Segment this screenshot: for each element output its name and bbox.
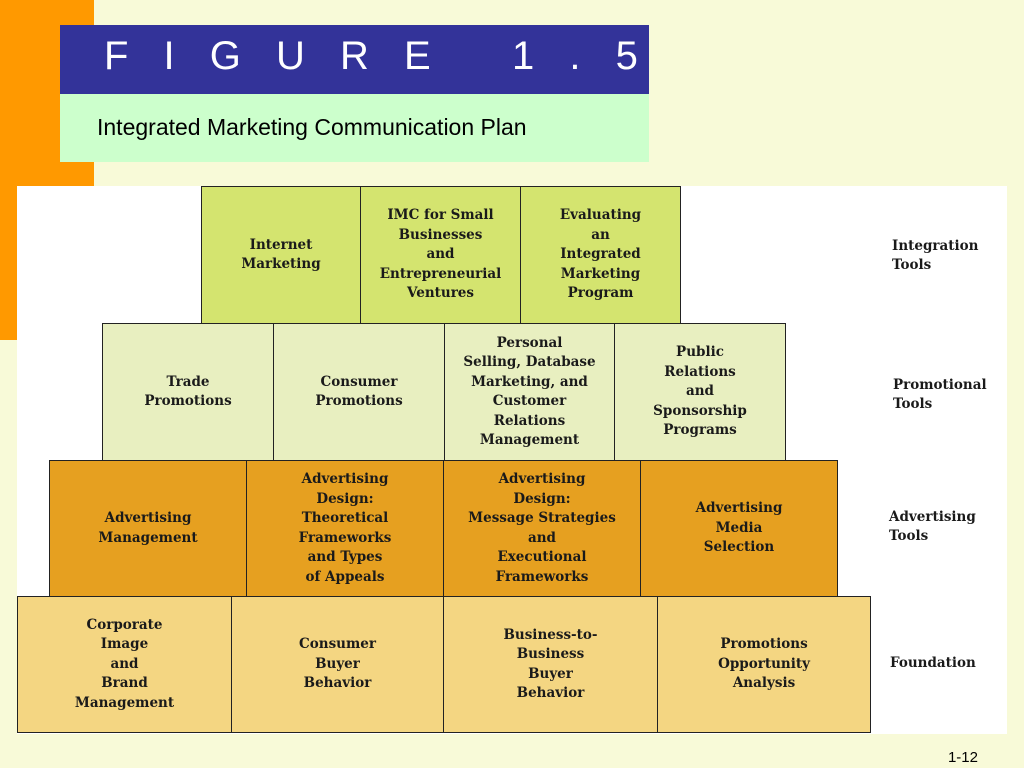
title-banner: [60, 25, 649, 94]
slide-subtitle: Integrated Marketing Communication Plan: [97, 114, 527, 140]
label-foundation: Foundation: [890, 655, 976, 671]
cell-consumer-buyer-behavior: Consumer Buyer Behavior: [231, 596, 444, 733]
imc-pyramid-diagram: Internet Marketing IMC for Small Busines…: [17, 186, 1007, 734]
cell-advertising-design-theoretical: Advertising Design: Theoretical Framewor…: [246, 460, 444, 597]
cell-b2b-buyer-behavior: Business-to- Business Buyer Behavior: [443, 596, 658, 733]
cell-trade-promotions: Trade Promotions: [102, 323, 274, 461]
cell-advertising-design-message: Advertising Design: Message Strategies a…: [443, 460, 641, 597]
label-promotional-tools: Promotional Tools: [893, 377, 987, 412]
cell-public-relations: Public Relations and Sponsorship Program…: [614, 323, 786, 461]
subtitle-banner: [60, 94, 649, 162]
cell-promotions-opportunity: Promotions Opportunity Analysis: [657, 596, 871, 733]
cell-consumer-promotions: Consumer Promotions: [273, 323, 445, 461]
cell-advertising-management: Advertising Management: [49, 460, 247, 597]
label-integration-tools: Integration Tools: [892, 238, 979, 273]
cell-evaluating-imc-program: Evaluating an Integrated Marketing Progr…: [520, 186, 681, 324]
cell-imc-small-businesses: IMC for Small Businesses and Entrepreneu…: [360, 186, 521, 324]
page-number: 1-12: [947, 749, 978, 766]
cell-corporate-image: Corporate Image and Brand Management: [17, 596, 232, 733]
cell-internet-marketing: Internet Marketing: [201, 186, 361, 324]
cell-advertising-media-selection: Advertising Media Selection: [640, 460, 838, 597]
label-advertising-tools: Advertising Tools: [889, 509, 976, 544]
cell-personal-selling: Personal Selling, Database Marketing, an…: [444, 323, 615, 461]
figure-title: F I G U R E 1 . 5: [104, 34, 650, 78]
